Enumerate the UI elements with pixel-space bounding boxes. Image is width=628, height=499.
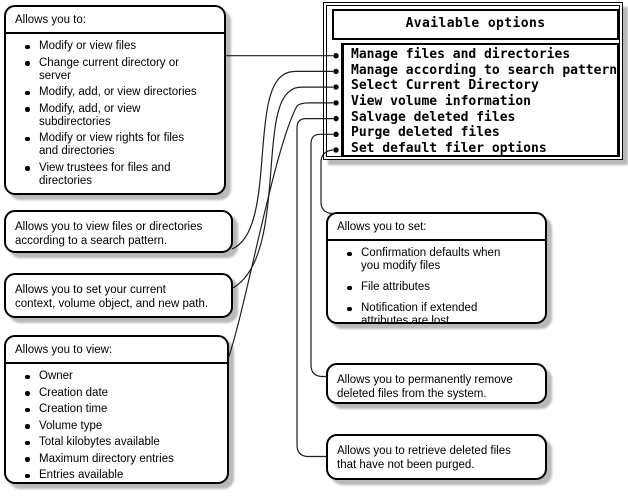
available-options-menu: Available options Manage files and direc…	[323, 2, 623, 160]
callout-bullet-list: Confirmation defaults when you modify fi…	[328, 241, 545, 328]
callout-current-directory: Allows you to set your current context, …	[4, 273, 233, 318]
callout-bullet: Confirmation defaults when you modify fi…	[347, 247, 539, 273]
menu-item-salvage[interactable]: Salvage deleted files	[351, 109, 516, 125]
callout-filer-options: Allows you to set: Confirmation defaults…	[326, 212, 547, 327]
callout-bullet: Volume type	[25, 420, 221, 433]
menu-item-volume-info[interactable]: View volume information	[351, 94, 532, 110]
callout-bullet: View trustees for files and directories	[25, 162, 218, 188]
callout-bullet: Creation time	[25, 403, 221, 416]
menu-item-select-directory[interactable]: Select Current Directory	[351, 78, 539, 94]
callout-search-pattern: Allows you to view files or directories …	[4, 210, 233, 253]
callout-bullet: Entries available	[25, 469, 221, 482]
menu-title: Available options	[332, 9, 619, 40]
callout-bullet: Owner	[25, 370, 221, 383]
callout-volume-info: Allows you to view: Owner Creation date …	[4, 335, 229, 484]
callout-text: Allows you to retrieve deleted files tha…	[337, 445, 511, 471]
callout-heading: Allows you to set:	[328, 214, 545, 241]
callout-salvage: Allows you to retrieve deleted files tha…	[326, 434, 547, 480]
callout-purge: Allows you to permanently remove deleted…	[326, 363, 547, 404]
menu-item-manage-files[interactable]: Manage files and directories	[351, 47, 571, 62]
callout-bullet-list: Modify or view files Change current dire…	[6, 34, 224, 188]
callout-heading: Allows you to view:	[6, 337, 227, 364]
callout-bullet-list: Owner Creation date Creation time Volume…	[6, 364, 227, 482]
callout-bullet: Maximum directory entries	[25, 453, 221, 466]
menu-item-purge[interactable]: Purge deleted files	[351, 125, 500, 141]
connector-volume-info	[227, 102, 333, 360]
callout-bullet: Notification if extended attributes are …	[347, 302, 539, 328]
connector-search-pattern	[231, 70, 333, 250]
callout-bullet: Modify or view files	[25, 40, 218, 53]
callout-bullet: File attributes	[347, 281, 539, 294]
menu-item-list: Manage files and directories Manage acco…	[341, 43, 619, 157]
callout-bullet: Change current directory or server	[25, 57, 218, 83]
menu-item-filer-options[interactable]: Set default filer options	[351, 141, 547, 157]
callout-heading: Allows you to:	[6, 7, 224, 34]
callout-bullet: Modify or view rights for files and dire…	[25, 132, 218, 158]
callout-bullet: Creation date	[25, 387, 221, 400]
callout-text: Allows you to view files or directories …	[15, 221, 203, 247]
connector-current-directory	[230, 86, 333, 290]
callout-bullet: Modify, add, or view subdirectories	[25, 103, 218, 129]
menu-item-search-pattern[interactable]: Manage according to search pattern	[351, 62, 618, 78]
callout-text: Allows you to set your current context, …	[15, 284, 209, 310]
callout-manage-files: Allows you to: Modify or view files Chan…	[4, 5, 226, 195]
callout-text: Allows you to permanently remove deleted…	[337, 374, 513, 400]
callout-bullet: Modify, add, or view directories	[25, 86, 218, 99]
callout-bullet: Total kilobytes available	[25, 436, 221, 449]
